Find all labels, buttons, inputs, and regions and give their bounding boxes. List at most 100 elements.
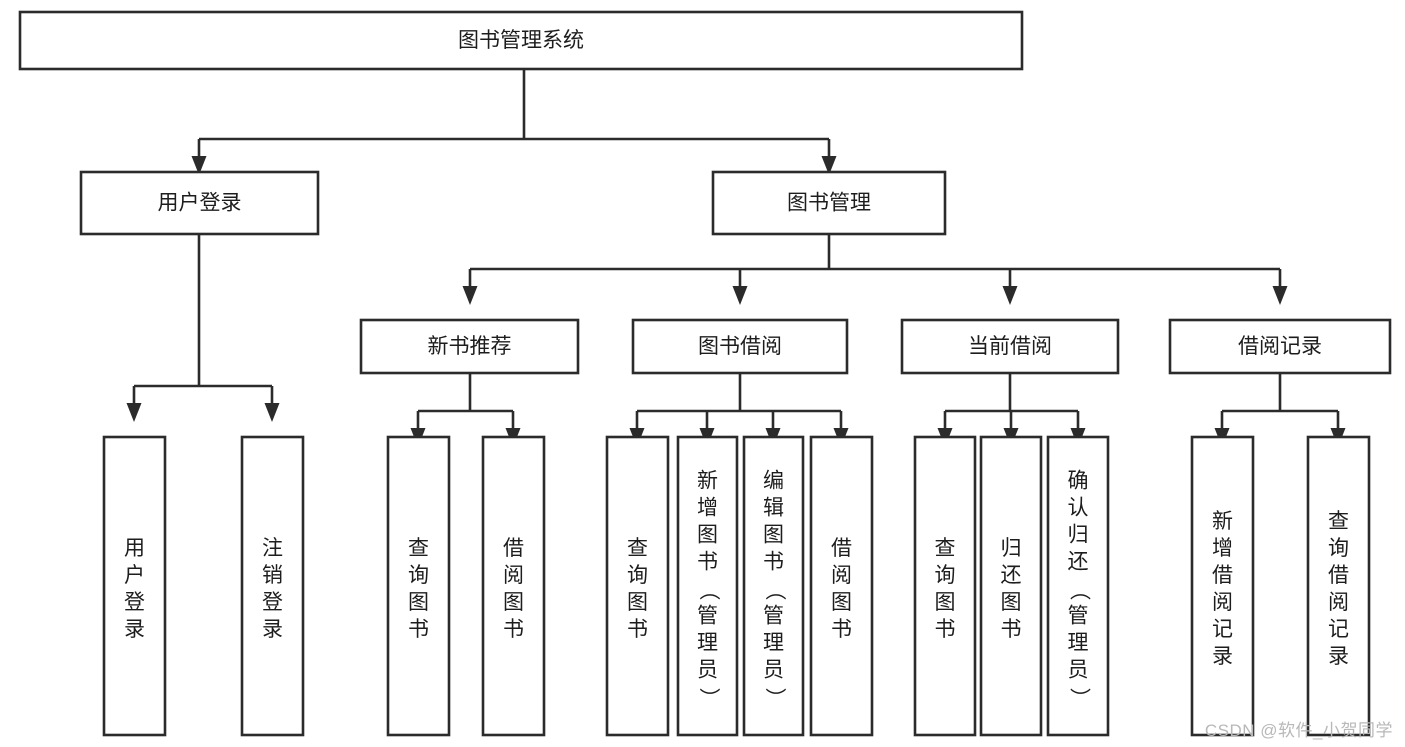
level2-node-1[interactable]: 图书借阅 <box>631 318 849 375</box>
svg-text:理: 理 <box>763 632 784 655</box>
svg-text:书: 书 <box>697 551 718 574</box>
svg-text:（: （ <box>697 580 720 601</box>
node-rect <box>900 318 1120 375</box>
svg-text:录: 录 <box>1328 645 1349 668</box>
node-rect <box>809 435 874 737</box>
node-rect <box>605 435 670 737</box>
node-rect <box>386 435 451 737</box>
svg-text:认: 认 <box>1068 497 1089 520</box>
svg-text:书: 书 <box>408 618 429 641</box>
node-label: 图书借阅 <box>698 335 782 358</box>
svg-text:阅: 阅 <box>503 564 524 587</box>
level2-node-3[interactable]: 借阅记录 <box>1168 318 1392 375</box>
level1-node-0[interactable]: 用户登录 <box>79 170 320 236</box>
svg-text:录: 录 <box>124 618 145 641</box>
svg-text:图: 图 <box>935 591 956 614</box>
leaf-node-0[interactable]: 用户登录 <box>102 435 167 737</box>
svg-text:图: 图 <box>503 591 524 614</box>
node-label: 图书管理系统 <box>458 29 584 52</box>
node-rect <box>18 10 1024 71</box>
svg-text:录: 录 <box>262 618 283 641</box>
svg-text:）: ） <box>697 688 720 709</box>
svg-text:询: 询 <box>408 564 429 587</box>
svg-text:管: 管 <box>763 605 784 628</box>
svg-text:书: 书 <box>627 618 648 641</box>
svg-text:归: 归 <box>1068 524 1089 547</box>
svg-text:记: 记 <box>1328 618 1349 641</box>
svg-text:增: 增 <box>1212 537 1233 560</box>
connector-group <box>126 234 280 422</box>
svg-text:查: 查 <box>627 537 648 560</box>
svg-text:）: ） <box>1067 688 1090 709</box>
svg-text:理: 理 <box>697 632 718 655</box>
svg-text:书: 书 <box>831 618 852 641</box>
svg-text:阅: 阅 <box>831 564 852 587</box>
node-rect <box>240 435 305 737</box>
connector-layer <box>126 69 1346 447</box>
svg-text:新: 新 <box>1212 510 1233 533</box>
node-rect <box>631 318 849 375</box>
svg-text:辑: 辑 <box>763 497 784 520</box>
svg-text:借: 借 <box>1212 564 1233 587</box>
svg-text:借: 借 <box>503 537 524 560</box>
level2-node-0[interactable]: 新书推荐 <box>359 318 580 375</box>
svg-text:增: 增 <box>697 497 718 520</box>
node-rect <box>1306 435 1371 737</box>
svg-text:借: 借 <box>1328 564 1349 587</box>
svg-text:（: （ <box>1067 580 1090 601</box>
svg-text:录: 录 <box>1212 645 1233 668</box>
svg-text:阅: 阅 <box>1212 591 1233 614</box>
node-rect <box>1190 435 1255 737</box>
svg-text:借: 借 <box>831 537 852 560</box>
svg-text:销: 销 <box>262 564 283 587</box>
svg-text:编: 编 <box>763 470 784 493</box>
level2-node-2[interactable]: 当前借阅 <box>900 318 1120 375</box>
node-rect <box>676 435 739 737</box>
svg-text:还: 还 <box>1068 551 1089 574</box>
svg-text:新: 新 <box>697 470 718 493</box>
svg-text:书: 书 <box>935 618 956 641</box>
svg-text:归: 归 <box>1001 537 1022 560</box>
svg-text:书: 书 <box>763 551 784 574</box>
svg-text:询: 询 <box>1328 537 1349 560</box>
root-node-图书管理系统[interactable]: 图书管理系统 <box>18 10 1024 71</box>
svg-text:管: 管 <box>697 605 718 628</box>
node-label: 新书推荐 <box>428 335 512 358</box>
node-label: 图书管理 <box>787 192 871 215</box>
node-label: 用户登录 <box>124 537 145 641</box>
svg-text:理: 理 <box>1068 632 1089 655</box>
connector-group <box>191 69 837 175</box>
svg-text:图: 图 <box>408 591 429 614</box>
svg-text:查: 查 <box>408 537 429 560</box>
node-rect <box>711 170 947 236</box>
svg-text:图: 图 <box>831 591 852 614</box>
node-label: 借阅记录 <box>1238 335 1322 358</box>
svg-text:用: 用 <box>124 537 145 560</box>
svg-text:还: 还 <box>1001 564 1022 587</box>
node-rect <box>1168 318 1392 375</box>
level1-node-1[interactable]: 图书管理 <box>711 170 947 236</box>
svg-text:员: 员 <box>1068 659 1089 682</box>
